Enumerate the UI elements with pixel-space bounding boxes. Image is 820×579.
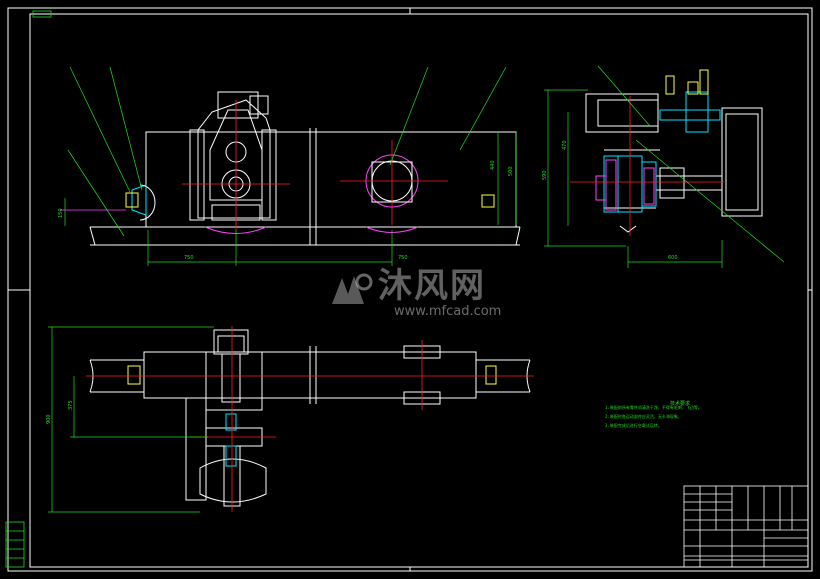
- dim-plan-height-2: 900: [46, 414, 52, 424]
- side-view: [585, 93, 763, 233]
- side-view-centerlines: [570, 96, 724, 236]
- technical-requirements-title: 技术要求: [670, 401, 691, 407]
- dim-front-small: 150: [58, 208, 64, 218]
- dim-side-height-1: 470: [562, 140, 568, 150]
- technical-requirements: 1.装配前所有零件须清洗干净，不得有毛刺、飞边等。 2.装配时各运动部件应灵活，…: [605, 403, 702, 430]
- dim-plan-height-1: 375: [68, 400, 74, 410]
- dim-side-height-2: 590: [542, 170, 548, 180]
- side-view-hidden: [603, 91, 721, 213]
- front-view-dimensions: [60, 66, 517, 266]
- technical-requirement-line: 1.装配前所有零件须清洗干净，不得有毛刺、飞边等。: [605, 405, 702, 410]
- dim-front-left: 750: [184, 255, 194, 261]
- plan-view: [89, 329, 531, 507]
- sheet-border: [7, 7, 813, 572]
- dim-front-right: 750: [398, 255, 408, 261]
- watermark: 沐风网 www.mfcad.com: [328, 266, 502, 319]
- front-view: [89, 91, 521, 246]
- side-view-dimensions: [544, 65, 785, 268]
- technical-requirement-line: 3.装配完成后进行空载试运转。: [605, 423, 662, 428]
- plan-view-dimensions: [48, 326, 214, 513]
- dim-front-height-2: 500: [508, 166, 514, 176]
- side-view-yellow: [665, 69, 709, 95]
- dim-side-width: 600: [668, 255, 678, 261]
- technical-requirement-line: 2.装配时各运动部件应灵活，无卡滞现象。: [605, 414, 682, 419]
- dim-front-height-1: 440: [490, 160, 496, 170]
- title-block: [683, 485, 809, 568]
- dimension-labels: 750 750 440 500 150 470 590 600 375 900: [46, 140, 678, 424]
- watermark-brand: 沐风网: [378, 266, 486, 306]
- side-view-accents: [595, 159, 655, 211]
- mfcad-logo-icon: [332, 273, 373, 304]
- revision-block: [5, 521, 25, 568]
- front-view-centerlines: [182, 100, 448, 230]
- watermark-url: www.mfcad.com: [394, 304, 502, 319]
- plan-view-hidden: [225, 413, 237, 467]
